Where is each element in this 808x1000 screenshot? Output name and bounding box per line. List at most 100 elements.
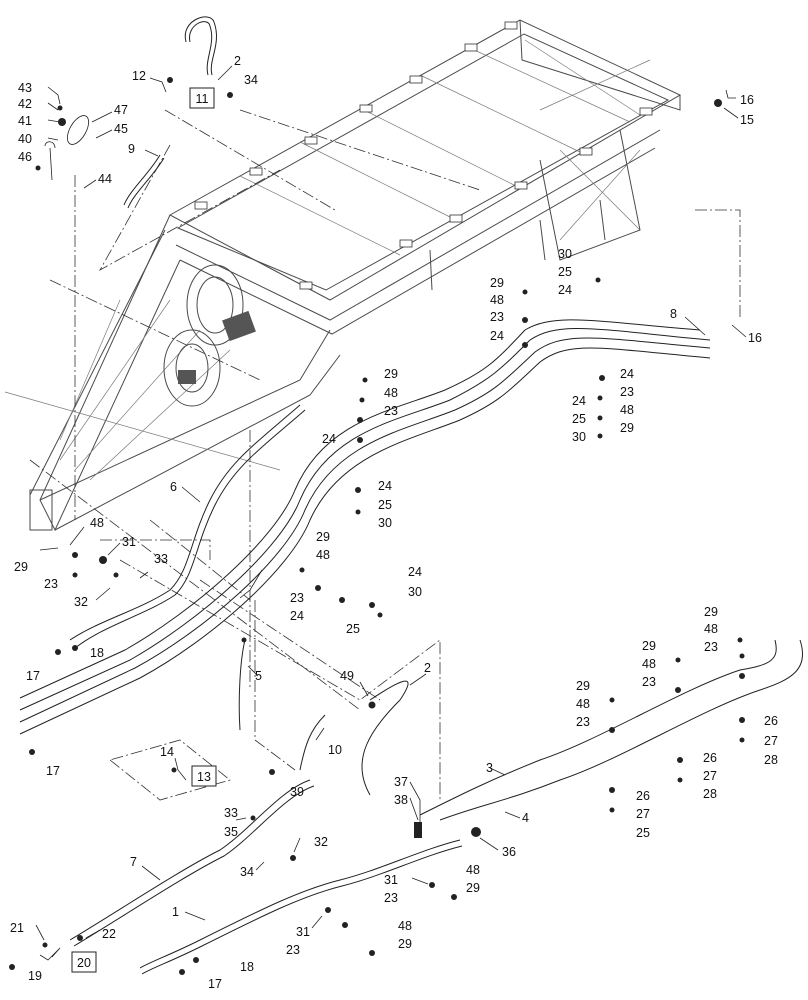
callout: 47 — [114, 103, 128, 117]
callout: 24 — [558, 283, 572, 297]
callout: 24 — [620, 367, 634, 381]
callout: 33 — [224, 806, 238, 820]
callout: 31 — [296, 925, 310, 939]
callout: 5 — [255, 669, 262, 683]
callout: 8 — [670, 307, 677, 321]
callout: 36 — [502, 845, 516, 859]
callout: 25 — [378, 498, 392, 512]
callout: 23 — [576, 715, 590, 729]
callout: 45 — [114, 122, 128, 136]
callout: 23 — [44, 577, 58, 591]
callout: 32 — [74, 595, 88, 609]
callout: 22 — [102, 927, 116, 941]
callout: 42 — [18, 97, 32, 111]
callout: 2 — [234, 54, 241, 68]
callout: 23 — [490, 310, 504, 324]
callout: 30 — [408, 585, 422, 599]
callout: 23 — [704, 640, 718, 654]
callout: 41 — [18, 114, 32, 128]
callout: 18 — [240, 960, 254, 974]
callout: 1 — [172, 905, 179, 919]
boom-frame — [4, 19, 682, 532]
callout: 4 — [522, 811, 529, 825]
callout: 3 — [486, 761, 493, 775]
callout: 23 — [290, 591, 304, 605]
callout: 34 — [240, 865, 254, 879]
callout: 29 — [398, 937, 412, 951]
leader-lines — [35, 65, 747, 961]
callout: 19 — [28, 969, 42, 983]
callout: 29 — [620, 421, 634, 435]
callout: 49 — [340, 669, 354, 683]
callout: 24 — [290, 609, 304, 623]
callout: 14 — [160, 745, 174, 759]
callout: 48 — [490, 293, 504, 307]
callout: 29 — [466, 881, 480, 895]
callout: 31 — [122, 535, 136, 549]
callout: 25 — [346, 622, 360, 636]
callout: 23 — [286, 943, 300, 957]
locator-lines — [29, 109, 741, 801]
callout: 48 — [620, 403, 634, 417]
callout: 30 — [378, 516, 392, 530]
callout: 17 — [208, 977, 222, 991]
callout: 43 — [18, 81, 32, 95]
callout: 28 — [764, 753, 778, 767]
callout: 27 — [703, 769, 717, 783]
svg-text:13: 13 — [197, 770, 211, 784]
callout: 2 — [424, 661, 431, 675]
callout: 40 — [18, 132, 32, 146]
callout: 33 — [154, 552, 168, 566]
callout: 26 — [764, 714, 778, 728]
callout: 29 — [642, 639, 656, 653]
callout: 10 — [328, 743, 342, 757]
callout: 48 — [704, 622, 718, 636]
callout: 17 — [46, 764, 60, 778]
callout: 29 — [14, 560, 28, 574]
callout: 32 — [314, 835, 328, 849]
callout: 9 — [128, 142, 135, 156]
boxed-callout-13: 13 — [191, 765, 217, 787]
callout: 48 — [90, 516, 104, 530]
fittings — [9, 77, 745, 975]
callout: 30 — [572, 430, 586, 444]
callout: 35 — [224, 825, 238, 839]
callout: 23 — [384, 891, 398, 905]
callout: 12 — [132, 69, 146, 83]
callout: 27 — [636, 807, 650, 821]
callout: 44 — [98, 172, 112, 186]
callout: 31 — [384, 873, 398, 887]
callout: 17 — [26, 669, 40, 683]
callout: 29 — [576, 679, 590, 693]
callout: 29 — [384, 367, 398, 381]
callout: 25 — [636, 826, 650, 840]
callout: 24 — [322, 432, 336, 446]
callout: 48 — [316, 548, 330, 562]
callout: 23 — [642, 675, 656, 689]
callout: 24 — [572, 394, 586, 408]
callout: 48 — [384, 386, 398, 400]
callout: 6 — [170, 480, 177, 494]
callout: 38 — [394, 793, 408, 807]
callout: 15 — [740, 113, 754, 127]
callout: 26 — [703, 751, 717, 765]
callout: 23 — [384, 404, 398, 418]
callout: 21 — [10, 921, 24, 935]
callout: 25 — [558, 265, 572, 279]
boxed-callout-20: 20 — [71, 951, 97, 973]
callout: 7 — [130, 855, 137, 869]
callout: 39 — [290, 785, 304, 799]
callout: 37 — [394, 775, 408, 789]
callout: 23 — [620, 385, 634, 399]
callout: 25 — [572, 412, 586, 426]
callout: 18 — [90, 646, 104, 660]
callout: 27 — [764, 734, 778, 748]
callout: 30 — [558, 247, 572, 261]
callout: 24 — [490, 329, 504, 343]
callout: 29 — [704, 605, 718, 619]
callout-labels: 43 42 41 40 46 47 45 44 9 12 2 34 16 15 … — [10, 54, 778, 991]
callout: 46 — [18, 150, 32, 164]
svg-text:11: 11 — [196, 92, 209, 106]
